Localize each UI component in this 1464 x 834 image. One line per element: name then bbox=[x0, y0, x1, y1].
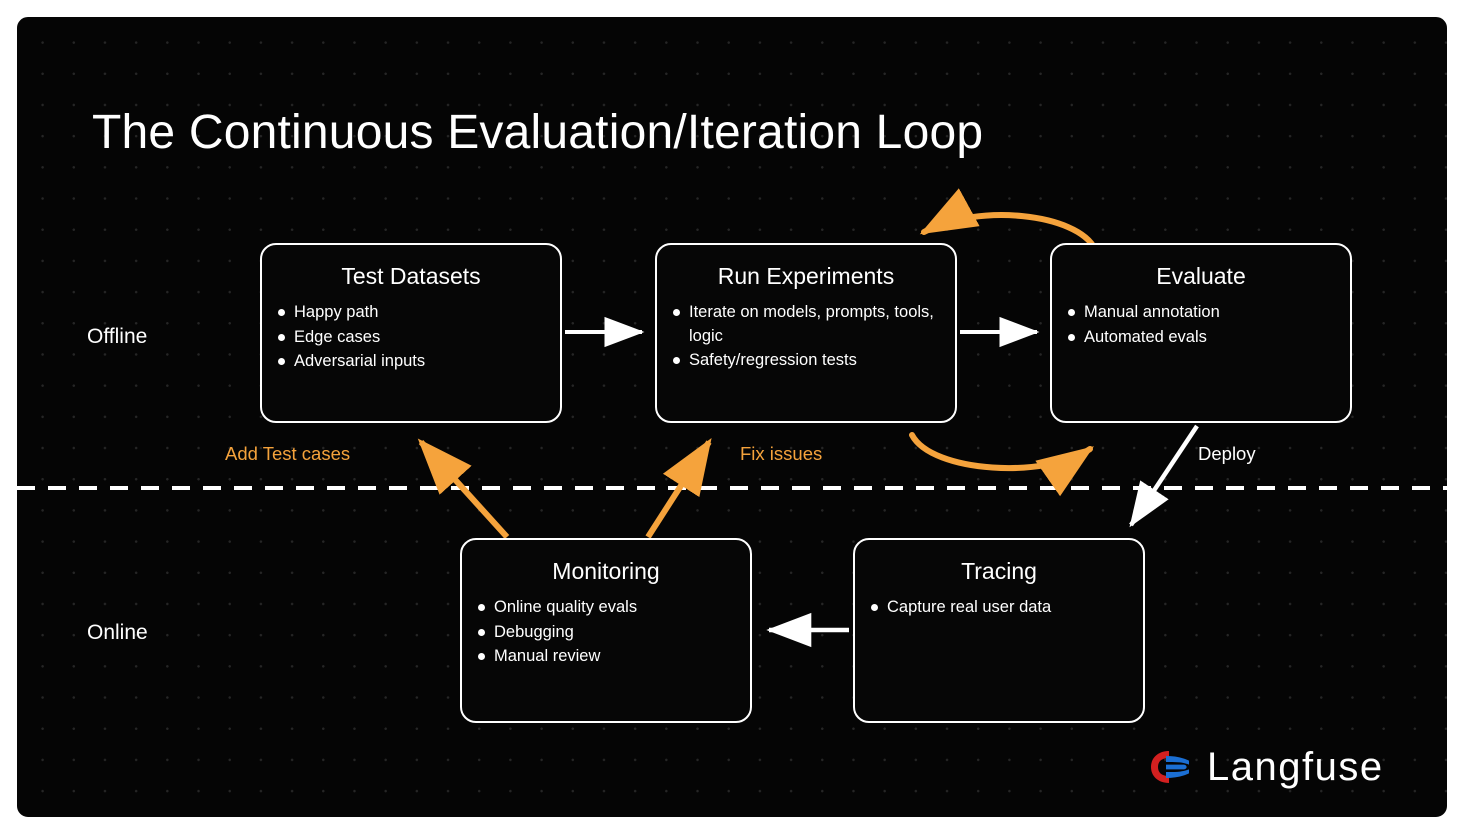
node-title: Evaluate bbox=[1156, 263, 1246, 289]
node-bullet-list: Happy path Edge cases Adversarial inputs bbox=[262, 301, 560, 373]
node-bullet-list: Online quality evals Debugging Manual re… bbox=[462, 596, 750, 668]
langfuse-logo: Langfuse bbox=[1147, 747, 1384, 787]
edge-loop-bottom bbox=[909, 432, 1094, 497]
node-bullet-list: Capture real user data bbox=[855, 596, 1143, 619]
node-run-experiments[interactable]: Run Experiments Iterate on models, promp… bbox=[655, 243, 957, 423]
list-item: Online quality evals bbox=[478, 596, 738, 619]
list-item: Iterate on models, prompts, tools, logic bbox=[673, 301, 943, 348]
edge-label-fix-issues: Fix issues bbox=[740, 443, 823, 464]
node-title: Monitoring bbox=[552, 558, 660, 584]
node-evaluate[interactable]: Evaluate Manual annotation Automated eva… bbox=[1050, 243, 1352, 423]
node-title: Test Datasets bbox=[341, 263, 481, 289]
list-item: Edge cases bbox=[278, 326, 548, 349]
list-item: Safety/regression tests bbox=[673, 349, 943, 372]
node-bullet-list: Manual annotation Automated evals bbox=[1052, 301, 1350, 349]
node-monitoring[interactable]: Monitoring Online quality evals Debuggin… bbox=[460, 538, 752, 723]
edge-monitoring-to-experiments bbox=[645, 437, 712, 539]
lane-label-online: Online bbox=[87, 621, 148, 644]
node-tracing[interactable]: Tracing Capture real user data bbox=[853, 538, 1145, 723]
page-title: The Continuous Evaluation/Iteration Loop bbox=[92, 106, 984, 159]
edge-label-deploy: Deploy bbox=[1198, 443, 1256, 464]
langfuse-wordmark: Langfuse bbox=[1207, 745, 1384, 789]
list-item: Happy path bbox=[278, 301, 548, 324]
langfuse-mark-icon bbox=[1151, 751, 1189, 783]
node-title: Run Experiments bbox=[717, 263, 895, 289]
node-title: Tracing bbox=[961, 558, 1037, 584]
edge-monitoring-to-datasets bbox=[417, 438, 510, 540]
list-item: Automated evals bbox=[1068, 326, 1338, 349]
list-item: Debugging bbox=[478, 621, 738, 644]
edge-evaluate-to-tracing bbox=[1129, 424, 1199, 528]
list-item: Capture real user data bbox=[871, 596, 1131, 619]
node-test-datasets[interactable]: Test Datasets Happy path Edge cases Adve… bbox=[260, 243, 562, 423]
edge-label-add-test-cases: Add Test cases bbox=[225, 443, 351, 464]
diagram-canvas: The Continuous Evaluation/Iteration Loop… bbox=[14, 14, 1450, 820]
list-item: Manual annotation bbox=[1068, 301, 1338, 324]
node-bullet-list: Iterate on models, prompts, tools, logic… bbox=[657, 301, 955, 372]
list-item: Adversarial inputs bbox=[278, 350, 548, 373]
list-item: Manual review bbox=[478, 645, 738, 668]
lane-label-offline: Offline bbox=[87, 325, 148, 348]
